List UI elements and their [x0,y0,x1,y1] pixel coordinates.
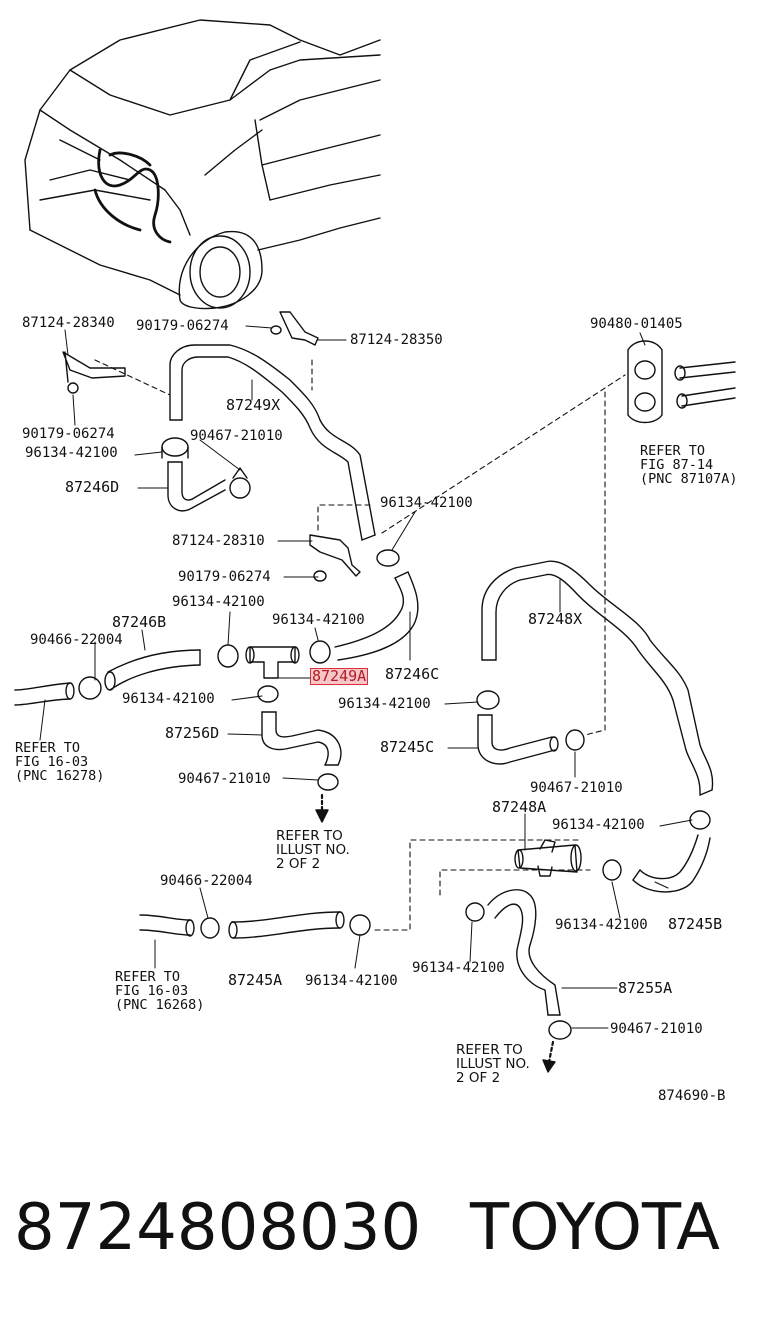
bracket-87124-28340 [62,351,126,394]
note-refer-illust-2: REFER TO ILLUST NO. 2 OF 2 [456,1042,530,1086]
car-hose-routing [93,148,172,244]
label-90467-21010-c: 90467-21010 [530,780,623,796]
bracket-87124-28310 [309,534,361,582]
hose-87246d [167,461,226,512]
hose-87248x [481,560,714,796]
label-96134-42100-g: 96134-42100 [552,817,645,833]
label-96134-42100-i: 96134-42100 [305,973,398,989]
note-refer-fig-16-03-a: REFER TO FIG 16-03 (PNC 16278) [15,740,105,784]
label-87246d: 87246D [65,478,120,496]
label-96134-42100-h: 96134-42100 [555,917,648,933]
caption-part-number: 8724808030 [14,1191,422,1265]
arrow-down-1-icon [315,793,329,823]
label-90466-22004-a: 90466-22004 [30,632,123,648]
label-96134-42100-j: 96134-42100 [412,960,505,976]
stub-hose-left-lower [139,914,195,937]
label-87124-28350: 87124-28350 [350,332,443,348]
label-90179-06274-mid: 90179-06274 [178,569,271,585]
stub-hose-left-upper [14,682,75,706]
label-87248a: 87248A [492,798,547,816]
label-96134-42100-d: 96134-42100 [272,612,365,628]
label-90467-21010-d: 90467-21010 [610,1021,703,1037]
note-refer-fig-16-03-b: REFER TO FIG 16-03 (PNC 16268) [115,969,205,1013]
label-87248x: 87248X [528,610,583,628]
bracket-87124-28350 [270,311,319,346]
car-illustration [24,19,381,310]
grommet-90480 [627,340,736,424]
label-96134-42100-c: 96134-42100 [172,594,265,610]
clamps [78,437,711,1040]
label-90467-21010-b: 90467-21010 [178,771,271,787]
label-87249a-highlighted: 87249A [310,667,369,685]
label-87124-28340: 87124-28340 [22,315,115,331]
dashed-leaders [94,359,626,931]
hose-87246b [104,649,201,691]
tjoint-87249a [245,646,300,679]
label-87249x: 87249X [226,396,281,414]
label-87245c: 87245C [380,738,435,756]
label-87245a: 87245A [228,971,283,989]
label-96134-42100-b: 96134-42100 [380,495,473,511]
label-87246b: 87246B [112,613,167,631]
note-refer-illust-1: REFER TO ILLUST NO. 2 OF 2 [276,828,350,872]
label-96134-42100-e: 96134-42100 [122,691,215,707]
label-90480-01405: 90480-01405 [590,316,683,332]
hose-87245c [477,714,559,765]
label-90179-06274-top: 90179-06274 [136,318,229,334]
label-87245b: 87245B [668,915,723,933]
label-87255a: 87255A [618,979,673,997]
leader-lines [39,325,693,1029]
note-refer-fig-87-14: REFER TO FIG 87-14 (PNC 87107A) [640,443,738,487]
hose-87245b [632,834,711,893]
label-87124-28310: 87124-28310 [172,533,265,549]
hose-87255a [487,889,561,1016]
hose-87249x [169,344,376,541]
arrow-down-2-icon [542,1040,556,1073]
label-96134-42100-a: 96134-42100 [25,445,118,461]
label-87256d: 87256D [165,724,220,742]
hose-87256d [261,711,342,766]
hose-87245a [228,911,345,939]
caption-brand: TOYOTA [470,1191,720,1265]
label-90466-22004-b: 90466-22004 [160,873,253,889]
label-874690-b: 874690-B [658,1088,726,1104]
hose-87246c [334,571,419,661]
label-90179-06274-left: 90179-06274 [22,426,115,442]
label-87246c: 87246C [385,665,440,683]
label-90467-21010-a: 90467-21010 [190,428,283,444]
label-96134-42100-f: 96134-42100 [338,696,431,712]
fitting-87248a [514,839,582,877]
